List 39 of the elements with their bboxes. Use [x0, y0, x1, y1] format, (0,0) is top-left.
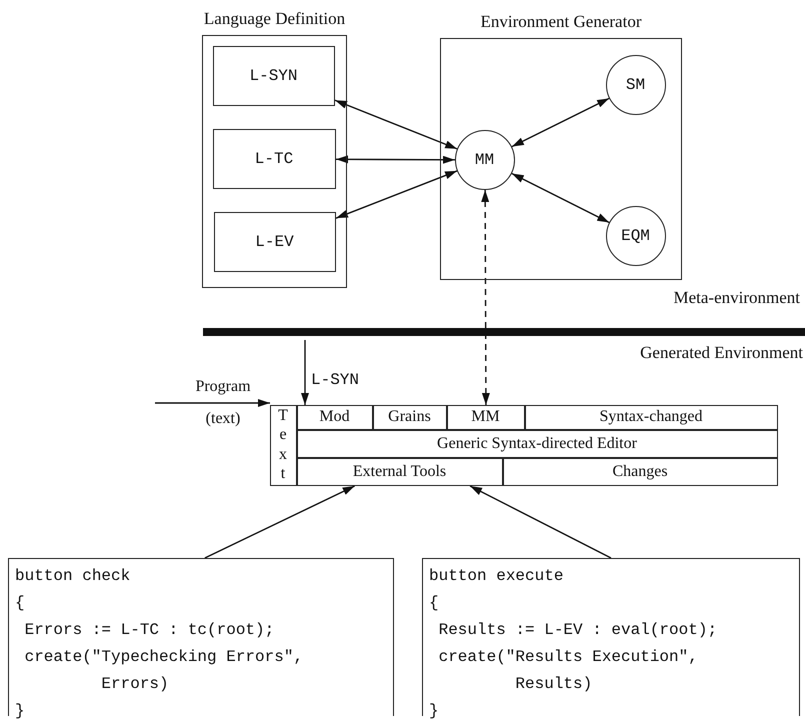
editor-cell: Mod	[296, 404, 372, 430]
group-heading: Environment Generator	[480, 12, 642, 32]
edge-label: L-SYN	[311, 370, 360, 391]
arrow	[481, 190, 490, 405]
module-box: L-TC	[212, 128, 336, 188]
group-heading: Language Definition	[204, 9, 346, 29]
editor-cell: MM	[446, 404, 524, 430]
code-line: {	[429, 593, 440, 614]
module-circle: EQM	[606, 206, 666, 266]
code-line: button check	[15, 566, 132, 587]
arrow	[512, 98, 610, 148]
code-line: {	[15, 593, 26, 614]
edge-label: Program (text)	[194, 377, 252, 429]
editor-cell: Changes	[502, 458, 778, 486]
editor-cell: External Tools	[296, 458, 502, 486]
code-line: create("Typechecking Errors", Errors)	[24, 647, 304, 695]
editor-cell: Grains	[372, 404, 446, 430]
code-line: Errors := L-TC : tc(root);	[24, 620, 276, 641]
module-box: L-SYN	[212, 46, 334, 106]
arrow	[301, 340, 309, 405]
editor-cell: Generic Syntax-directed Editor	[296, 430, 778, 458]
arrow	[336, 170, 458, 219]
arrow	[470, 485, 612, 559]
arrow	[336, 155, 455, 164]
code-line: Results := L-EV : eval(root);	[438, 620, 718, 641]
region-label: Meta-environment	[673, 288, 800, 308]
code-line: create("Results Execution", Results)	[438, 647, 699, 695]
arrow	[155, 399, 270, 407]
editor-cell: Syntax-changed	[524, 404, 778, 430]
module-circle: MM	[454, 130, 514, 190]
region-label: Generated Environment	[640, 343, 803, 363]
arrow	[334, 100, 458, 150]
code-line: button execute	[429, 566, 564, 587]
module-box: L-EV	[214, 212, 336, 272]
code-line: }	[429, 701, 440, 721]
code-line: }	[15, 701, 26, 721]
arrow	[511, 172, 610, 224]
arrow	[204, 485, 355, 559]
module-circle: SM	[606, 54, 666, 114]
